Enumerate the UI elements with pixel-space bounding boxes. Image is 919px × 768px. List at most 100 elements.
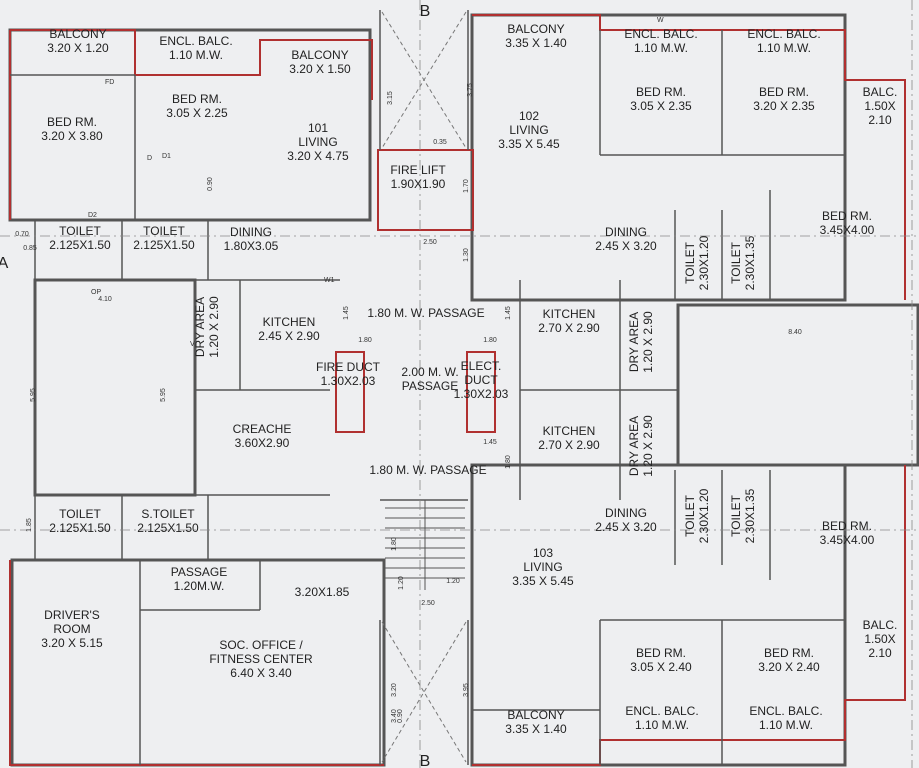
- room-label-dry-area-102: DRY AREA1.20 X 2.90: [627, 311, 655, 373]
- room-label-line: BED RM.: [636, 646, 686, 660]
- dimension-mark: 1.45: [505, 306, 512, 320]
- room-label-line: 3.35 X 5.45: [498, 137, 560, 151]
- room-label-bed-rm-102-a: BED RM.3.05 X 2.35: [630, 85, 692, 113]
- room-label-line: 2.70 X 2.90: [538, 321, 600, 335]
- dimension-mark: 0.90: [397, 709, 404, 723]
- room-label-line: KITCHEN: [263, 315, 316, 329]
- room-label-line: 1.20 X 2.90: [207, 296, 221, 358]
- room-label-line: 103: [533, 546, 553, 560]
- room-label-line: BED RM.: [172, 92, 222, 106]
- room-label-line: 1.80 M. W. PASSAGE: [369, 463, 486, 477]
- dimension-mark: 8.40: [788, 329, 802, 336]
- dimension-mark: 5.95: [160, 388, 167, 402]
- room-label-line: CREACHE: [233, 422, 292, 436]
- door-tag: W1: [324, 277, 335, 284]
- room-label-passage-bottom: 1.80 M. W. PASSAGE: [369, 463, 486, 477]
- door-tag: D2: [88, 212, 97, 219]
- room-label-line: BALCONY: [49, 27, 106, 41]
- room-label-line: 101: [308, 121, 328, 135]
- room-label-line: 6.40 X 3.40: [230, 666, 292, 680]
- dimension-mark: 0.85: [23, 245, 37, 252]
- room-label-line: ENCL. BALC.: [159, 34, 232, 48]
- room-label-toilet-102-a: TOILET2.30X1.20: [683, 235, 711, 290]
- dimension-mark: 1.80: [391, 537, 398, 551]
- dimension-mark: 3.75: [467, 83, 474, 97]
- red-walls: [9, 14, 906, 766]
- room-label-line: FITNESS CENTER: [209, 652, 313, 666]
- room-label-line: 2.30X1.20: [697, 235, 711, 290]
- room-label-line: PASSAGE: [402, 379, 458, 393]
- room-label-encl-balc-103-a: ENCL. BALC.1.10 M.W.: [625, 704, 698, 732]
- room-label-line: BED RM.: [822, 519, 872, 533]
- room-label-line: BED RM.: [822, 209, 872, 223]
- room-label-encl-balc-101: ENCL. BALC.1.10 M.W.: [159, 34, 232, 62]
- room-label-line: 1.80 M. W. PASSAGE: [367, 306, 484, 320]
- dimension-mark: 1.80: [483, 337, 497, 344]
- room-label-line: KITCHEN: [543, 424, 596, 438]
- dimension-mark: 1.20: [398, 576, 405, 590]
- room-label-line: 1.30X2.03: [321, 374, 376, 388]
- room-label-line: 2.45 X 3.20: [595, 520, 657, 534]
- room-label-bed-rm-101-b: BED RM.3.05 X 2.25: [166, 92, 228, 120]
- lift-shaft-bottom: [381, 621, 467, 763]
- room-label-room-320x185: 3.20X1.85: [295, 585, 350, 599]
- dimension-mark: 0.70: [15, 231, 29, 238]
- door-tag: FD: [105, 79, 114, 86]
- room-label-line: 1.10 M.W.: [759, 718, 813, 732]
- room-label-line: BED RM.: [636, 85, 686, 99]
- room-label-line: 2.10: [868, 113, 892, 127]
- room-label-line: 3.20 X 5.15: [41, 636, 103, 650]
- dimension-mark: 1.80: [505, 455, 512, 469]
- room-label-line: DINING: [605, 506, 647, 520]
- dimension-mark: 1.85: [26, 518, 33, 532]
- room-label-line: DRY AREA: [627, 416, 641, 476]
- dimension-mark: 3.15: [387, 91, 394, 105]
- room-label-line: BALCONY: [507, 708, 564, 722]
- room-label-line: ENCL. BALC.: [624, 27, 697, 41]
- room-label-bed-rm-103-a: BED RM.3.05 X 2.40: [630, 646, 692, 674]
- room-label-passage-mid: 2.00 M. W.PASSAGE: [401, 365, 458, 393]
- room-label-line: 102: [519, 109, 539, 123]
- room-label-line: 2.00 M. W.: [401, 365, 458, 379]
- dimension-mark: 1.20: [446, 578, 460, 585]
- room-label-line: 1.30X2.03: [454, 387, 509, 401]
- room-label-line: 3.35 X 5.45: [512, 574, 574, 588]
- room-label-line: DINING: [605, 225, 647, 239]
- room-label-bed-rm-103-c: BED RM.3.45X4.00: [820, 519, 875, 547]
- room-label-line: 3.20 X 1.50: [289, 62, 351, 76]
- room-label-encl-balc-103-b: ENCL. BALC.1.10 M.W.: [749, 704, 822, 732]
- room-label-line: 3.20 X 1.20: [47, 41, 109, 55]
- room-label-line: ROOM: [53, 622, 90, 636]
- room-label-passage-top: 1.80 M. W. PASSAGE: [367, 306, 484, 320]
- room-label-line: 1.20 X 2.90: [641, 311, 655, 373]
- room-label-line: ENCL. BALC.: [749, 704, 822, 718]
- red-wall-102-top: [472, 14, 906, 300]
- room-label-line: 2.10: [868, 646, 892, 660]
- room-label-line: BALC.: [863, 618, 898, 632]
- room-label-line: BED RM.: [759, 85, 809, 99]
- dimension-mark: 1.80: [358, 337, 372, 344]
- room-label-line: TOILET: [729, 494, 743, 536]
- room-label-line: 3.20 X 2.35: [753, 99, 815, 113]
- room-label-line: FIRE LIFT: [390, 163, 446, 177]
- room-label-line: BED RM.: [47, 115, 97, 129]
- room-label-line: 1.20M.W.: [174, 579, 225, 593]
- room-label-line: DINING: [230, 225, 272, 239]
- room-label-line: TOILET: [143, 224, 185, 238]
